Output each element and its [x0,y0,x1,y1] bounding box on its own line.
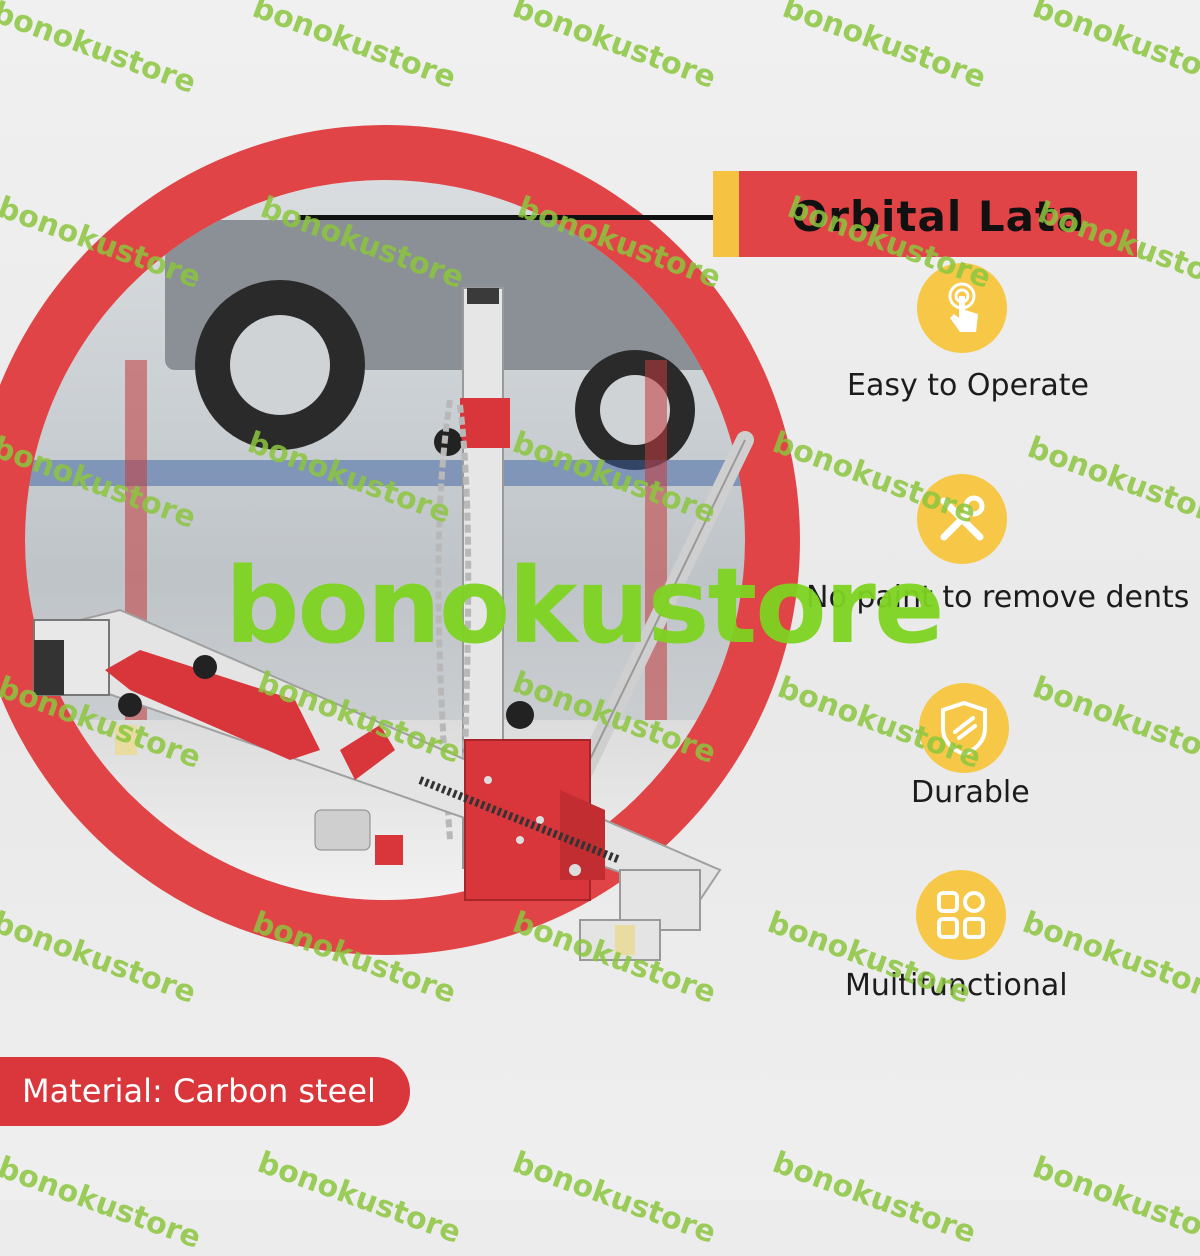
material-label: Material: Carbon steel [22,1072,376,1110]
watermark-large: bonokustore [225,545,944,667]
frame-straightener-tool [33,287,754,961]
shield-icon [919,683,1009,773]
feature-label-multifunctional: Multifunctional [845,968,1068,1003]
title-banner [713,171,1137,257]
wheel-hub [230,315,330,415]
lift-post-right [645,360,667,780]
feature-label-no-paint: No paint to remove dents [806,580,1190,615]
grid-apps-icon [916,870,1006,960]
hand-tap-icon [917,263,1007,353]
material-badge: Material: Carbon steel [0,1057,410,1126]
tools-icon [917,474,1007,564]
feature-label-easy: Easy to Operate [847,368,1089,403]
title-leader-line [298,215,713,220]
feature-label-durable: Durable [911,775,1030,810]
title-accent-stripe [713,171,739,257]
workshop-photo [25,180,745,900]
product-title: Orbital Lata [791,192,1086,241]
